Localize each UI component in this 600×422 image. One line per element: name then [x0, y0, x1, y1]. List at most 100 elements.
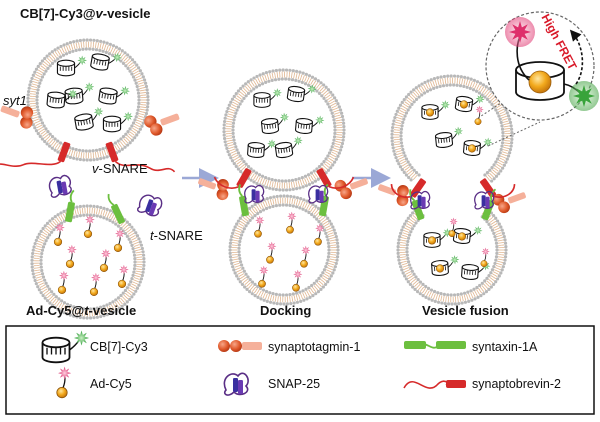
v-vesicle-membrane — [26, 38, 150, 162]
lipid-tail — [47, 139, 50, 143]
lipid-head — [39, 229, 43, 233]
lipid-head — [504, 251, 508, 255]
lipid-head — [141, 267, 146, 271]
lipid-head — [509, 144, 513, 148]
lipid-tail — [262, 295, 265, 299]
lipid-head — [92, 38, 96, 42]
lipid-head — [478, 81, 483, 85]
lipid-tail — [506, 123, 510, 125]
lipid-tail — [308, 176, 311, 180]
lipid-head — [130, 225, 134, 229]
lipid-tail — [137, 125, 141, 128]
lipid-head — [327, 244, 331, 249]
lipid-head — [50, 146, 54, 150]
cy3-star — [120, 86, 130, 96]
lipid-tail — [96, 208, 98, 212]
lipid-head — [131, 121, 136, 125]
lipid-head — [26, 96, 30, 100]
adamantane-ball — [56, 387, 68, 399]
snap-25 — [308, 184, 329, 204]
lipid-head — [30, 76, 34, 81]
lipid-head — [483, 279, 487, 283]
lipid-head — [332, 268, 336, 272]
lipid-tail — [33, 88, 37, 91]
lipid-tail — [502, 149, 506, 151]
lipid-tail — [238, 269, 242, 272]
lipid-head — [228, 255, 233, 259]
lipid-tail — [239, 220, 243, 224]
lipid-tail — [104, 307, 107, 311]
lipid-tail — [255, 291, 259, 295]
lipid-tail — [37, 69, 41, 72]
lipid-head — [65, 302, 70, 306]
lipid-tail — [35, 245, 39, 248]
lipid-tail — [411, 277, 415, 280]
lipid-tail — [326, 223, 330, 226]
lipid-head — [304, 72, 308, 76]
lipid-head — [335, 255, 340, 259]
lipid-tail — [321, 166, 324, 170]
lipid-tail — [399, 117, 403, 120]
lipid-head — [230, 234, 234, 239]
lipid-head — [284, 77, 288, 81]
lipid-tail — [42, 67, 46, 70]
lipid-tail — [232, 148, 236, 151]
lipid-tail — [243, 277, 247, 280]
lipid-head — [413, 287, 417, 291]
lipid-head — [291, 292, 295, 296]
lipid-tail — [467, 83, 470, 87]
lipid-tail — [123, 298, 127, 302]
lipid-tail — [326, 92, 330, 95]
lipid-head — [114, 298, 118, 302]
lipid-tail — [313, 80, 317, 84]
lipid-head — [287, 179, 291, 183]
lipid-tail — [302, 204, 305, 208]
adamantane-ball — [65, 259, 75, 268]
lipid-tail — [255, 288, 258, 291]
lipid-head — [329, 148, 333, 152]
lipid-tail — [50, 222, 53, 225]
lipid-head — [407, 233, 412, 237]
lipid-tail — [120, 297, 123, 301]
lipid-tail — [69, 310, 72, 314]
lipid-head — [475, 80, 480, 84]
lipid-tail — [34, 121, 38, 124]
lipid-tail — [135, 270, 139, 272]
lipid-head — [250, 292, 254, 296]
ad-cy5-molecule — [57, 270, 69, 294]
lipid-tail — [47, 61, 51, 65]
lipid-tail — [140, 82, 144, 84]
lipid-tail — [397, 114, 401, 117]
lipid-head — [137, 98, 141, 102]
lipid-tail — [243, 165, 247, 169]
lipid-head — [310, 212, 314, 217]
cb7-cy3-complex — [431, 255, 460, 276]
lipid-head — [492, 282, 496, 287]
lipid-tail — [259, 180, 262, 184]
synaptobrevin-2 — [0, 141, 71, 168]
lipid-head — [405, 253, 409, 257]
lipid-tail — [401, 105, 405, 108]
lipid-tail — [57, 301, 61, 305]
lipid-head — [326, 88, 331, 92]
lipid-head — [399, 265, 403, 269]
lipid-head — [43, 56, 47, 61]
lipid-tail — [48, 141, 52, 145]
lipid-head — [46, 130, 50, 134]
lipid-tail — [338, 117, 342, 119]
lipid-head — [133, 118, 137, 122]
lipid-head — [30, 255, 34, 259]
cy5-star — [315, 223, 325, 233]
lipid-tail — [410, 275, 414, 278]
lipid-tail — [498, 104, 502, 107]
lipid-head — [57, 297, 61, 301]
lipid-head — [399, 141, 404, 145]
fusion-t-vesicle-membrane — [396, 209, 508, 306]
cy3-star — [93, 107, 104, 117]
lipid-head — [510, 137, 514, 141]
lipid-tail — [135, 272, 139, 275]
lipid-tail — [497, 240, 501, 242]
lipid-tail — [128, 133, 131, 136]
lipid-tail — [302, 292, 305, 296]
